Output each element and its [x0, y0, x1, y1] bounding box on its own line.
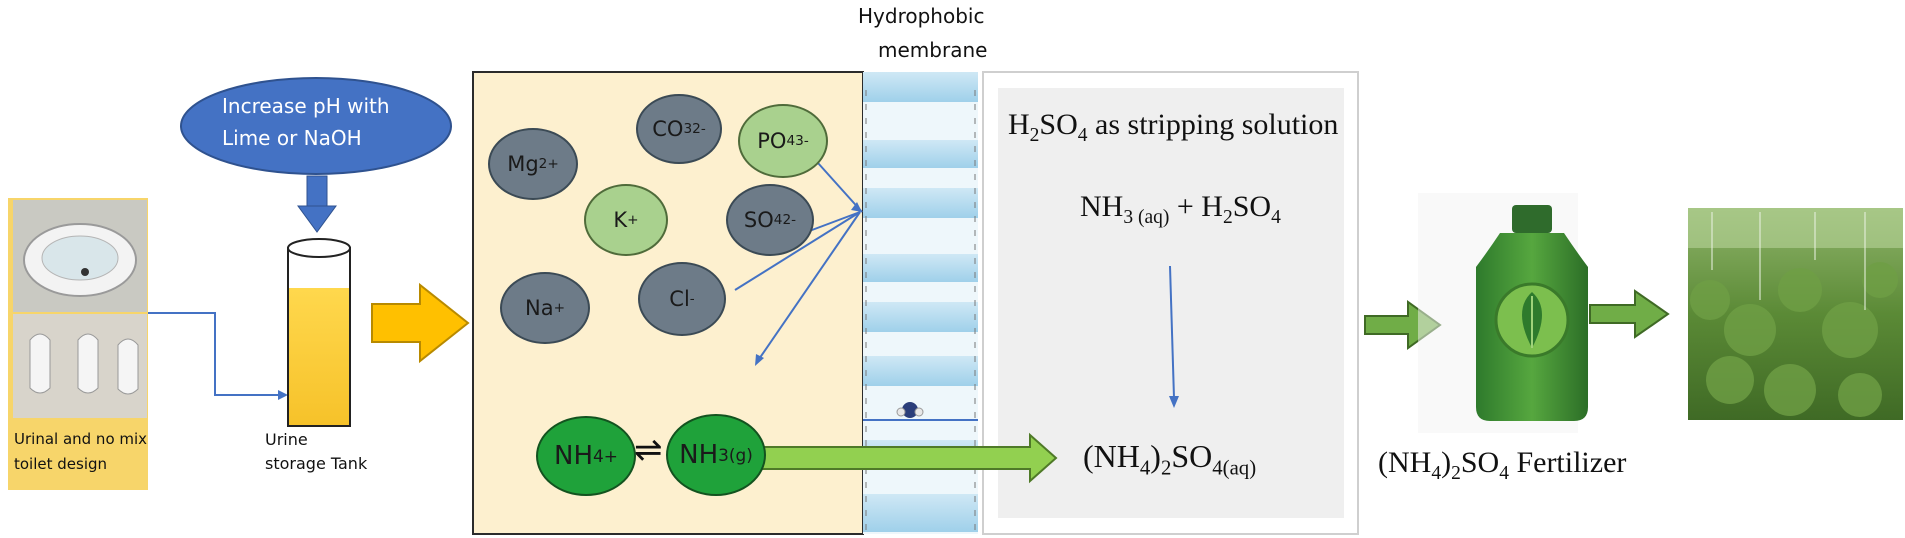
stripping-reaction: NH3 (aq) + H2SO4 — [1080, 190, 1281, 228]
stripping-title: H2SO4 as stripping solution — [1008, 108, 1339, 146]
tank-label-line1: Urine — [265, 430, 308, 449]
ion-flow-lines — [734, 162, 863, 363]
orange-arrow — [371, 282, 470, 364]
ph-label-line1: Increase pH with — [222, 94, 390, 118]
ion-k: K+ — [584, 184, 668, 256]
toilet-caption-line1: Urinal and no mix — [14, 430, 148, 448]
storage-tank — [287, 238, 351, 427]
green-arrow-2 — [1589, 289, 1670, 339]
toilet-photo — [8, 198, 148, 490]
toilet-caption-line2: toilet design — [14, 455, 108, 473]
equilibrium-arrow: ⇌ — [634, 430, 663, 470]
down-arrow-icon — [297, 175, 337, 233]
ammonia-transfer-arrow — [761, 432, 1058, 484]
fertilizer-bottle — [1418, 193, 1588, 433]
ion-cl: Cl- — [638, 262, 726, 336]
stripping-product: (NH4)2SO4(aq) — [1083, 438, 1257, 480]
membrane-label-line1: Hydrophobic — [858, 4, 985, 28]
ph-label-line2: Lime or NaOH — [222, 126, 362, 150]
crop-field-photo — [1688, 208, 1903, 420]
ph-ellipse — [180, 77, 452, 175]
fertilizer-label: (NH4)2SO4 Fertilizer — [1378, 446, 1627, 484]
tank-label-line2: storage Tank — [265, 454, 368, 473]
ion-na: Na+ — [500, 272, 590, 344]
membrane-label-line2: membrane — [878, 38, 988, 62]
